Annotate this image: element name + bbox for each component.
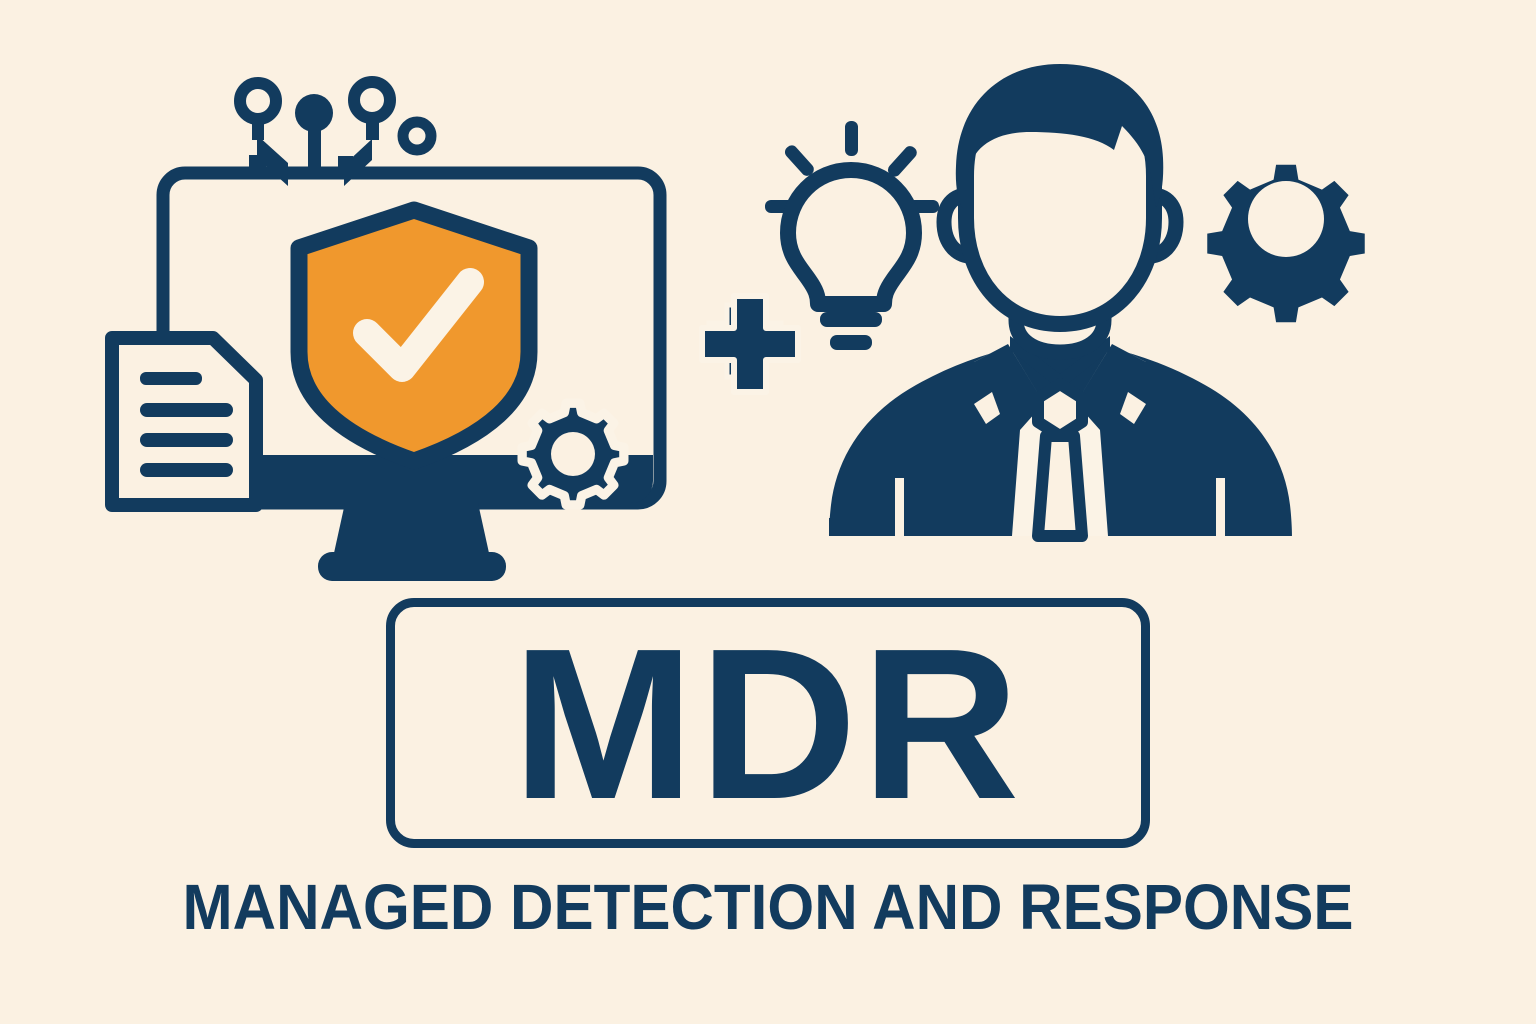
circuit-trace-4 <box>397 116 437 156</box>
mdr-acronym: MDR <box>512 602 1024 844</box>
mdr-badge: MDR <box>386 598 1150 848</box>
gear-icon <box>517 398 629 510</box>
document-lines-icon <box>105 331 263 512</box>
gear-icon <box>1207 164 1365 323</box>
security-analyst-avatar <box>829 64 1292 542</box>
subtitle-text: MANAGED DETECTION AND RESPONSE <box>182 871 1354 943</box>
circuit-trace-2 <box>295 94 333 170</box>
lightbulb-idea-icon <box>765 121 939 350</box>
shield-check-icon <box>290 201 538 470</box>
